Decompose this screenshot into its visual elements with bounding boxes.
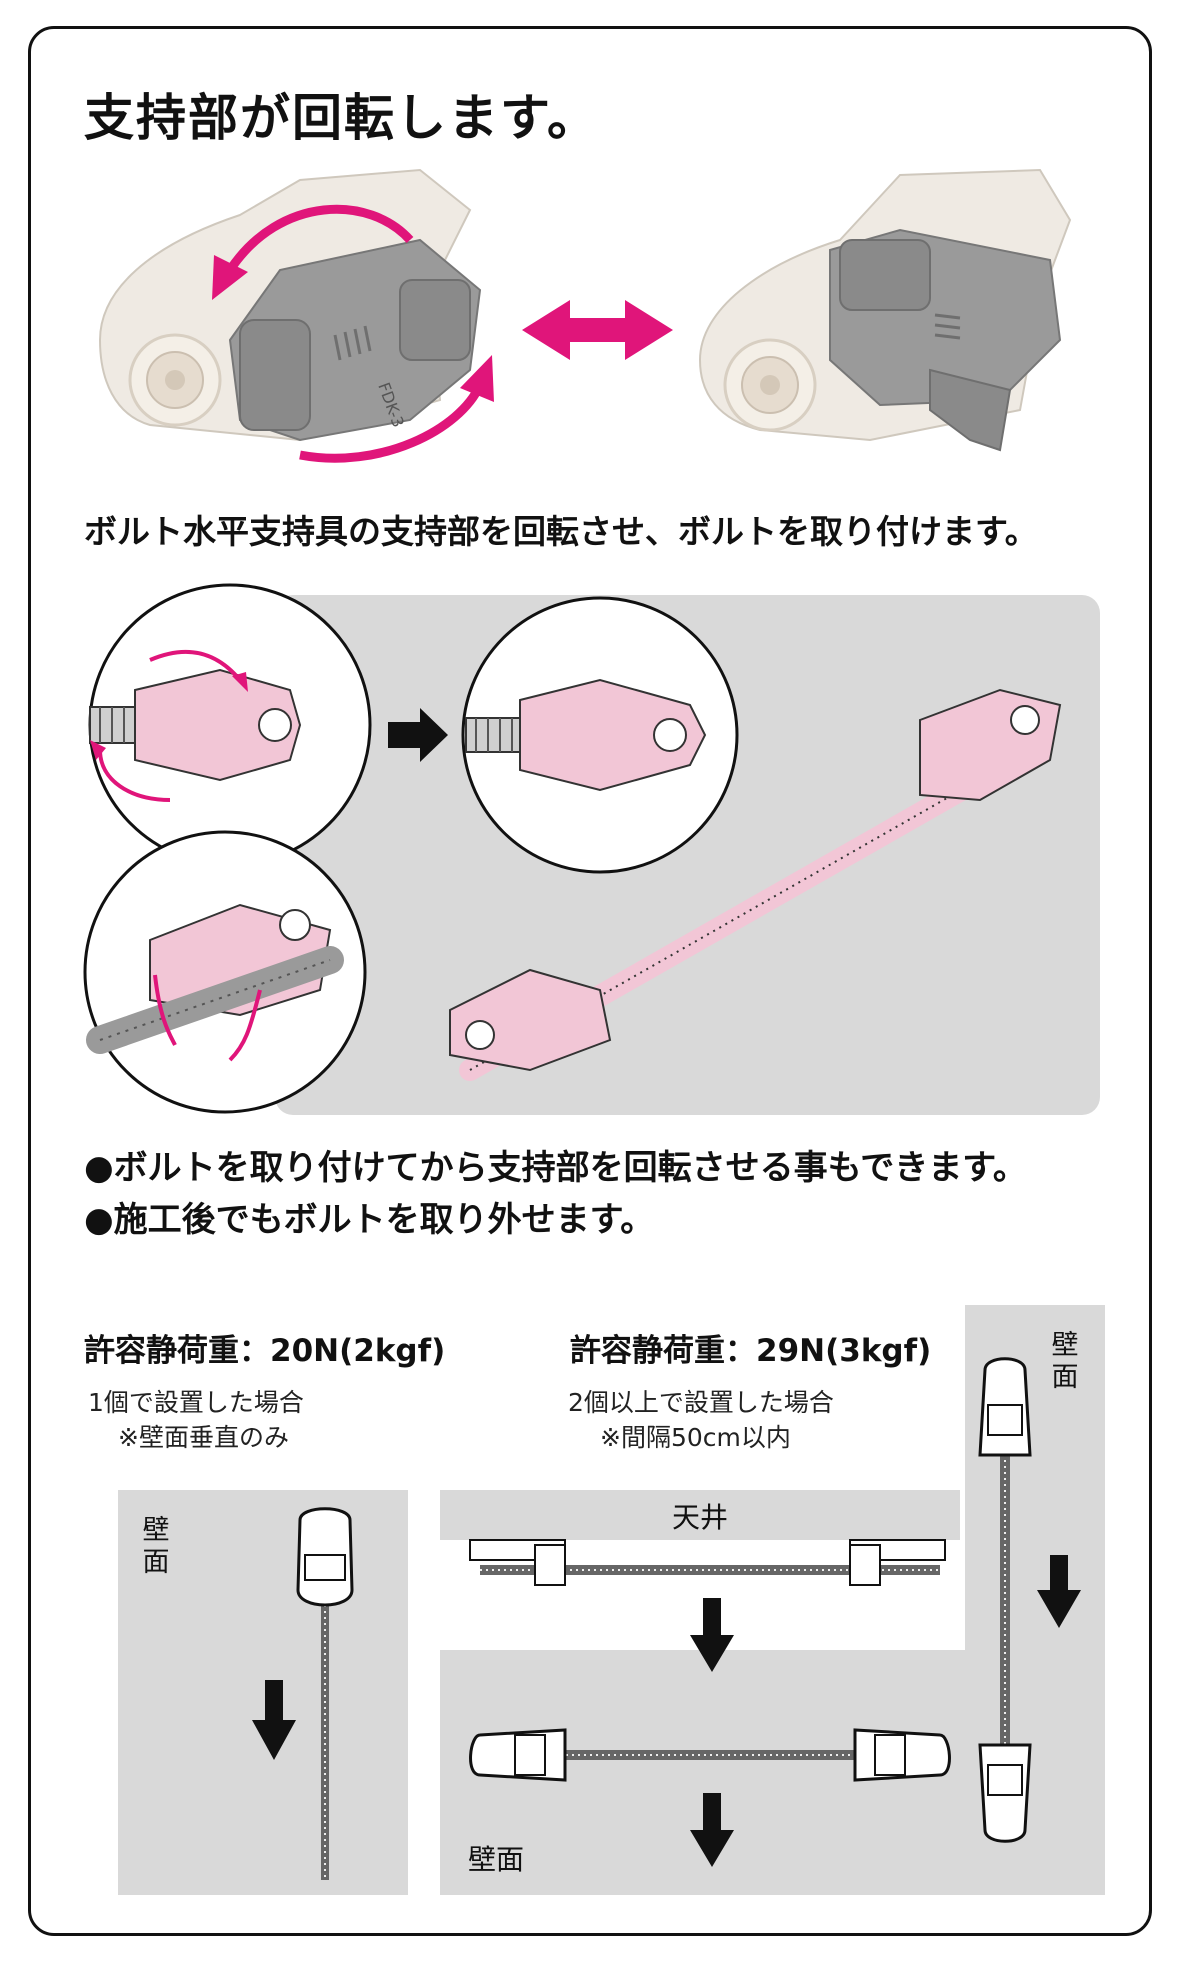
load-multi-heading: 許容静荷重：29N(3kgf) — [570, 1333, 932, 1369]
right-arrow-icon — [388, 708, 448, 762]
caption-text: ボルト水平支持具の支持部を回転させ、ボルトを取り付けます。 — [84, 512, 1038, 551]
single-wall-label: 壁 面 — [142, 1515, 170, 1578]
down-arrow-icon — [690, 1598, 734, 1672]
load-multi-line2: ※間隔50cm以内 — [600, 1423, 791, 1452]
right-wall-label: 壁 面 — [1051, 1330, 1079, 1393]
page-frame — [28, 26, 1152, 1936]
ceiling-label: 天井 — [671, 1501, 728, 1534]
single-wall-panel — [118, 1490, 408, 1895]
bullet-1: ●ボルトを取り付けてから支持部を回転させる事もできます。 — [84, 1148, 1027, 1188]
down-arrow-icon — [1037, 1555, 1081, 1628]
bullet-2: ●施工後でもボルトを取り外せます。 — [84, 1200, 655, 1240]
load-multi-line1: 2個以上で設置した場合 — [568, 1388, 834, 1417]
load-single-line1: 1個で設置した場合 — [88, 1388, 304, 1417]
load-single-line2: ※壁面垂直のみ — [118, 1423, 289, 1452]
bottom-wall-label: 壁面 — [468, 1843, 525, 1876]
down-arrow-icon — [252, 1680, 296, 1760]
down-arrow-icon — [690, 1793, 734, 1867]
ceiling-bar — [440, 1490, 960, 1540]
page-title: 支持部が回転します。 — [84, 89, 599, 147]
load-single-heading: 許容静荷重：20N(2kgf) — [84, 1333, 446, 1369]
